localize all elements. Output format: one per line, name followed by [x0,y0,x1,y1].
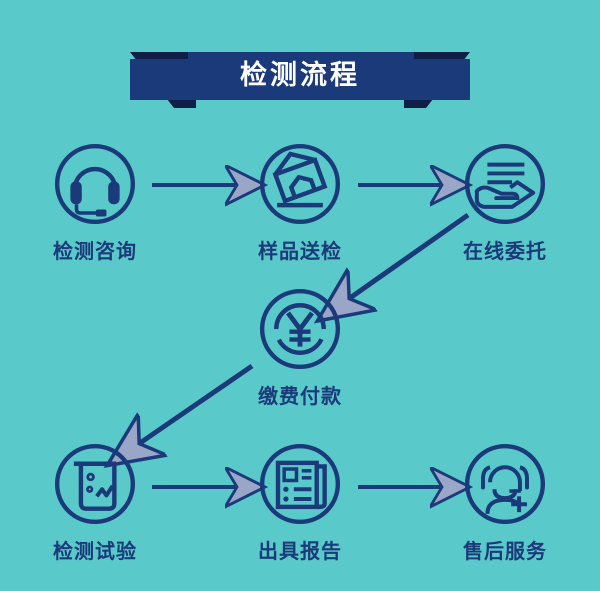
flow-step-testing[interactable]: 检测试验 [30,440,160,564]
test-tube-icon [54,443,136,525]
banner-ribbon-shape [130,52,470,108]
flow-step-service[interactable]: 售后服务 [440,440,570,564]
flow-step-label: 样品送检 [258,239,342,263]
flow-step-label: 检测咨询 [53,239,137,263]
flow-step-label: 出具报告 [258,539,342,563]
flow-step-report[interactable]: 出具报告 [235,440,365,564]
banner-right-wing [414,59,470,100]
report-icon [259,443,341,525]
user-plus-icon [464,443,546,525]
flow-step-consult[interactable]: 检测咨询 [30,140,160,264]
package-icon [259,143,341,225]
hand-doc-icon [464,143,546,225]
yuan-coin-icon [259,288,341,370]
flow-step-label: 检测试验 [53,539,137,563]
banner: 检测流程 [130,52,470,108]
flow-step-entrust[interactable]: 在线委托 [440,140,570,264]
headset-icon [54,143,136,225]
banner-left-wing [130,59,188,100]
page-title: 检测流程 [240,60,360,91]
flow-step-payment[interactable]: 缴费付款 [235,285,365,409]
flow-step-sample[interactable]: 样品送检 [235,140,365,264]
banner-center-panel [188,52,414,100]
flow-step-label: 在线委托 [463,239,547,263]
flow-step-label: 售后服务 [463,539,547,563]
flow-step-label: 缴费付款 [258,384,342,408]
